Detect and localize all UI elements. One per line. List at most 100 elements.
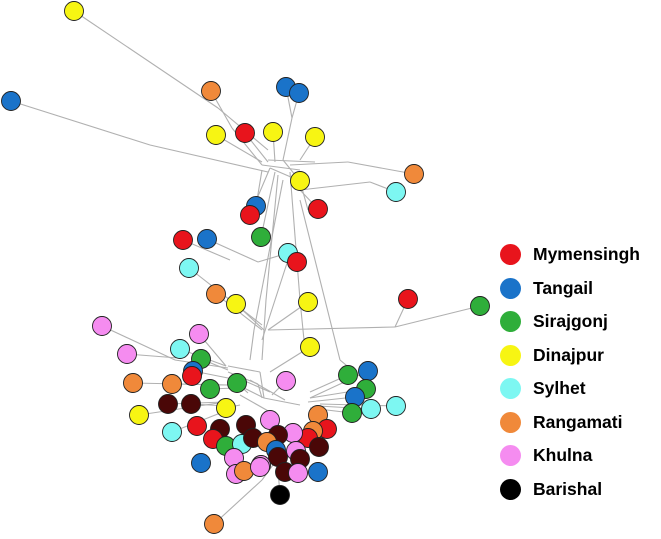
network-node xyxy=(179,258,199,278)
legend-item-khulna: Khulna xyxy=(500,439,661,473)
network-edge xyxy=(138,401,226,416)
network-node xyxy=(162,422,182,442)
network-node xyxy=(173,230,193,250)
network-node xyxy=(92,316,112,336)
legend-swatch-rangamati xyxy=(500,411,521,433)
network-edge xyxy=(267,159,316,163)
network-node xyxy=(298,292,318,312)
network-edge xyxy=(149,144,269,173)
network-edge xyxy=(249,329,255,361)
network-node xyxy=(251,227,271,247)
legend: Mymensingh Tangail Sirajgonj Dinajpur Sy… xyxy=(500,238,661,506)
network-node xyxy=(338,365,358,385)
network-node xyxy=(288,463,308,483)
legend-label-barishal: Barishal xyxy=(533,478,603,499)
network-edge xyxy=(394,305,481,328)
legend-item-rangamati: Rangamati xyxy=(500,406,661,440)
network-edge xyxy=(101,325,176,361)
network-node xyxy=(117,344,137,364)
network-node xyxy=(201,81,221,101)
legend-item-tangail: Tangail xyxy=(500,272,661,306)
network-node xyxy=(287,252,307,272)
network-edge xyxy=(213,479,263,525)
network-node xyxy=(204,514,224,534)
legend-swatch-sirajgonj xyxy=(500,311,521,333)
legend-swatch-tangail xyxy=(500,277,521,299)
legend-item-sirajgonj: Sirajgonj xyxy=(500,305,661,339)
network-node xyxy=(305,127,325,147)
network-edge xyxy=(289,171,301,301)
network-node xyxy=(129,405,149,425)
network-node xyxy=(162,374,182,394)
legend-item-dinajpur: Dinajpur xyxy=(500,339,661,373)
legend-label-mymensingh: Mymensingh xyxy=(533,244,640,265)
network-node xyxy=(158,394,178,414)
network-edge xyxy=(253,179,284,331)
legend-label-tangail: Tangail xyxy=(533,277,593,298)
network-node xyxy=(358,361,378,381)
network-edge xyxy=(299,199,341,361)
network-node xyxy=(309,437,329,457)
network-node xyxy=(182,366,202,386)
network-edge xyxy=(257,383,263,399)
network-edge xyxy=(227,365,261,373)
network-node xyxy=(398,289,418,309)
legend-label-dinajpur: Dinajpur xyxy=(533,344,604,365)
network-node xyxy=(226,294,246,314)
network-edge xyxy=(289,161,349,166)
network-edge xyxy=(267,326,396,331)
network-node xyxy=(235,123,255,143)
network-edge xyxy=(299,181,371,191)
network-nodes xyxy=(1,1,490,534)
legend-swatch-dinajpur xyxy=(500,344,521,366)
network-node xyxy=(386,396,406,416)
legend-label-sirajgonj: Sirajgonj xyxy=(533,311,608,332)
network-node xyxy=(240,205,260,225)
network-node xyxy=(290,171,310,191)
network-node xyxy=(250,457,270,477)
network-edge xyxy=(261,259,289,341)
legend-label-rangamati: Rangamati xyxy=(533,411,623,432)
legend-label-khulna: Khulna xyxy=(533,445,593,466)
network-edge xyxy=(309,370,369,399)
network-node xyxy=(1,91,21,111)
legend-item-sylhet: Sylhet xyxy=(500,372,661,406)
network-node xyxy=(189,324,209,344)
network-edge xyxy=(261,164,301,171)
network-node xyxy=(64,1,84,21)
network-edge xyxy=(263,397,301,406)
network-edge xyxy=(10,100,151,146)
network-edge xyxy=(282,117,293,161)
network-edge xyxy=(259,371,265,399)
network-node xyxy=(170,339,190,359)
network-node xyxy=(263,122,283,142)
network-node xyxy=(206,125,226,145)
network-node xyxy=(386,182,406,202)
legend-swatch-barishal xyxy=(500,478,521,500)
network-node xyxy=(191,453,211,473)
network-node xyxy=(289,83,309,103)
network-node xyxy=(361,399,381,419)
network-node xyxy=(470,296,490,316)
legend-swatch-mymensingh xyxy=(500,244,521,266)
network-node xyxy=(308,199,328,219)
network-node xyxy=(197,229,217,249)
network-node xyxy=(227,373,247,393)
legend-item-mymensingh: Mymensingh xyxy=(500,238,661,272)
legend-item-barishal: Barishal xyxy=(500,473,661,507)
network-node xyxy=(187,416,207,436)
network-node xyxy=(206,284,226,304)
network-node xyxy=(308,462,328,482)
legend-label-sylhet: Sylhet xyxy=(533,378,586,399)
network-node xyxy=(404,164,424,184)
network-node xyxy=(123,373,143,393)
legend-swatch-sylhet xyxy=(500,378,521,400)
network-edge xyxy=(73,10,219,109)
network-node xyxy=(200,379,220,399)
network-node xyxy=(342,403,362,423)
network-node xyxy=(181,394,201,414)
network-node xyxy=(276,371,296,391)
network-node xyxy=(270,485,290,505)
network-edge xyxy=(239,394,271,413)
